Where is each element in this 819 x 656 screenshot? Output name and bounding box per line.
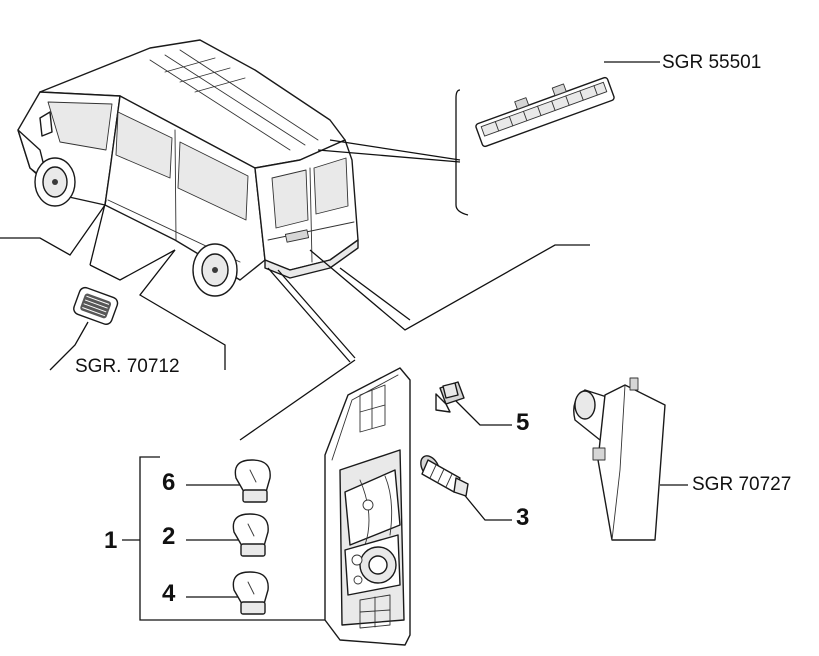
label-num-4: 4 [162, 580, 176, 607]
screw [420, 455, 469, 497]
label-num-5: 5 [516, 409, 529, 436]
label-sgr-70712: SGR. 70712 [75, 356, 180, 377]
bulb-4 [232, 571, 269, 615]
lamp-holder [435, 381, 465, 413]
leader-lines [0, 61, 688, 621]
label-num-1: 1 [104, 527, 117, 554]
label-sgr-70727: SGR 70727 [692, 474, 791, 495]
tail-light-cluster [324, 367, 411, 646]
label-num-2: 2 [162, 523, 175, 550]
label-sgr-55501: SGR 55501 [662, 52, 761, 73]
label-num-6: 6 [162, 469, 175, 496]
front-wheel [34, 157, 76, 207]
van-illustration [17, 39, 359, 297]
label-num-3: 3 [516, 504, 529, 531]
side-marker-light [73, 286, 119, 325]
bulb-6 [234, 459, 271, 503]
rear-wheel [192, 243, 238, 297]
clearance-light [573, 377, 666, 541]
third-brake-light [475, 76, 615, 148]
bulb-2 [232, 513, 269, 557]
